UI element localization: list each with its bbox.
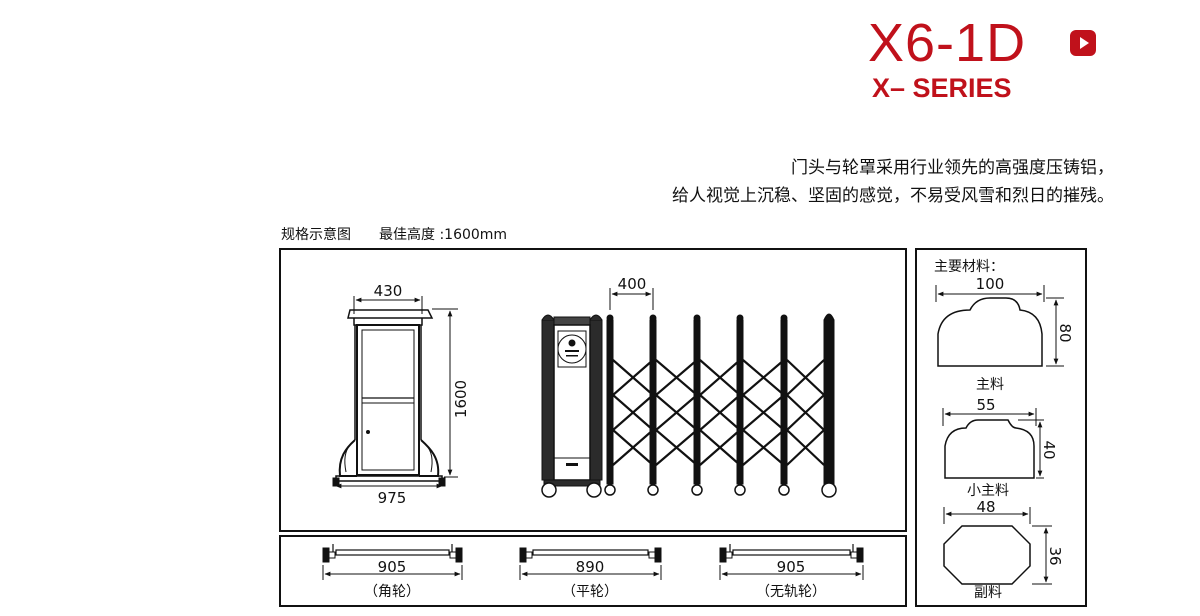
- aux-height: 36: [1046, 546, 1064, 565]
- small-width: 55: [976, 396, 995, 414]
- dimension-lines-side: [335, 296, 458, 489]
- dim-pitch: 400: [618, 275, 647, 293]
- aux-name: 副料: [974, 585, 1002, 601]
- dim-width-top: 430: [374, 282, 403, 300]
- small-name: 小主料: [967, 483, 1009, 499]
- main-name: 主料: [976, 377, 1004, 393]
- small-height: 40: [1040, 440, 1058, 459]
- dim-height: 1600: [452, 380, 470, 418]
- materials-diagram: [935, 285, 1064, 585]
- gate-panel-frame: [279, 248, 907, 532]
- diagram-caption: 规格示意图 最佳高度 :1600mm: [281, 225, 507, 245]
- wheel-trackless-name: （无轨轮）: [756, 584, 826, 600]
- main-width: 100: [976, 275, 1005, 293]
- wheel-flat-length: 890: [576, 558, 605, 576]
- caption-height: 最佳高度 :1600mm: [379, 227, 508, 243]
- aux-width: 48: [976, 498, 995, 516]
- wheel-panel-frame: [279, 535, 907, 607]
- description-line-1: 门头与轮罩采用行业领先的高强度压铸铝，: [791, 158, 1114, 178]
- wheel-corner-name: （角轮）: [364, 584, 420, 600]
- main-height: 80: [1056, 323, 1074, 342]
- wheel-flat: [519, 547, 662, 580]
- materials-title: 主要材料：: [934, 259, 1004, 275]
- series-title: X– SERIES: [872, 73, 1012, 103]
- wheel-trackless: [719, 544, 864, 580]
- description-line-2: 给人视觉上沉稳、坚固的感觉，不易受风雪和烈日的摧残。: [672, 186, 1114, 206]
- play-icon[interactable]: [1070, 30, 1096, 56]
- wheel-flat-name: （平轮）: [562, 584, 618, 600]
- model-title: X6-1D: [868, 13, 1027, 73]
- gate-front-view: [541, 313, 837, 498]
- wheel-corner-length: 905: [378, 558, 407, 576]
- gate-side-view: [332, 309, 446, 487]
- caption-label: 规格示意图: [281, 227, 351, 243]
- materials-panel-frame: [915, 248, 1087, 607]
- wheel-corner: [322, 544, 463, 580]
- dimension-lines-front: [609, 288, 654, 310]
- dim-width-bottom: 975: [378, 489, 407, 507]
- wheel-trackless-length: 905: [777, 558, 806, 576]
